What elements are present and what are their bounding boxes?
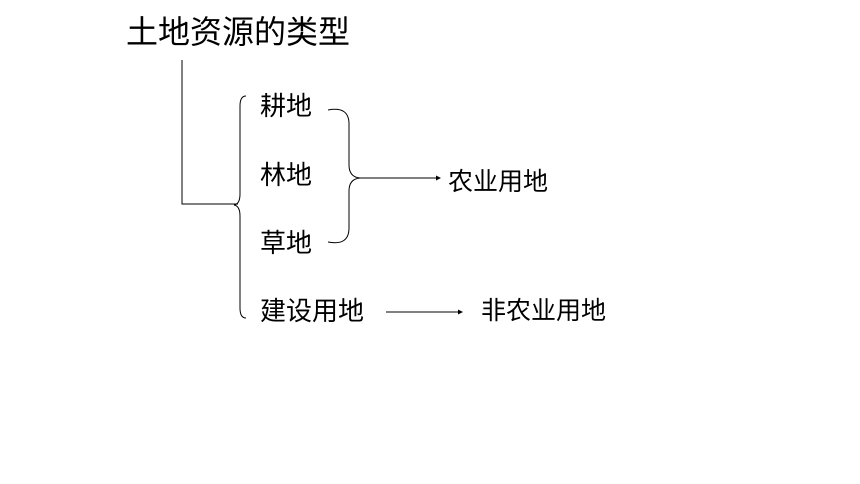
node-farmland: 耕地: [260, 92, 313, 122]
main-brace: [233, 95, 247, 319]
nonagri-arrowhead: [458, 309, 463, 315]
agri-arrowhead: [436, 175, 441, 181]
diagram-title: 土地资源的类型: [126, 13, 351, 51]
agri-brace: [327, 108, 361, 244]
node-agricultural-land: 农业用地: [448, 167, 549, 196]
node-forest-land: 林地: [260, 161, 313, 191]
title-connector: [181, 60, 238, 205]
node-non-agricultural-land: 非农业用地: [481, 296, 607, 325]
node-construction-land: 建设用地: [260, 297, 365, 327]
node-grassland: 草地: [260, 229, 313, 259]
